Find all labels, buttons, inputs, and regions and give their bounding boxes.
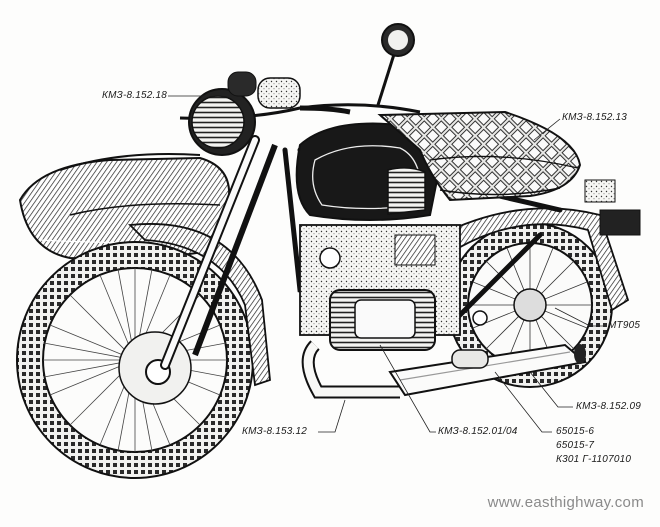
part-label-km3-8-152-09: КМЗ-8.152.09: [576, 401, 642, 412]
engine: [299, 224, 488, 351]
mirror: [376, 23, 415, 106]
part-label-mt905: МТ905: [608, 320, 641, 331]
seat: [377, 110, 582, 202]
fuel-tank: [295, 122, 442, 221]
part-label-km3-8-152-01-04: КМЗ-8.152.01/04: [438, 426, 518, 437]
part-label-km3-8-152-13: КМЗ-8.152.13: [562, 112, 628, 123]
watermark: www.easthighway.com: [487, 494, 644, 511]
part-label-km3-8-153-12: КМЗ-8.153.12: [242, 426, 308, 437]
exhaust-system: [301, 340, 588, 399]
part-label-k301: К301 Г-1107010: [556, 454, 632, 465]
front-wheel: [16, 241, 254, 479]
front-fender: [128, 223, 271, 387]
leader-lines: [168, 95, 606, 433]
front-fork: [160, 135, 278, 370]
rear-fender: [438, 179, 641, 312]
part-label-65015-6: 65015-6: [556, 426, 595, 437]
part-label-km3-8-152-18: КМЗ-8.152.18: [102, 90, 168, 101]
part-label-65015-7: 65015-7: [556, 440, 595, 451]
headlight: [188, 71, 301, 156]
